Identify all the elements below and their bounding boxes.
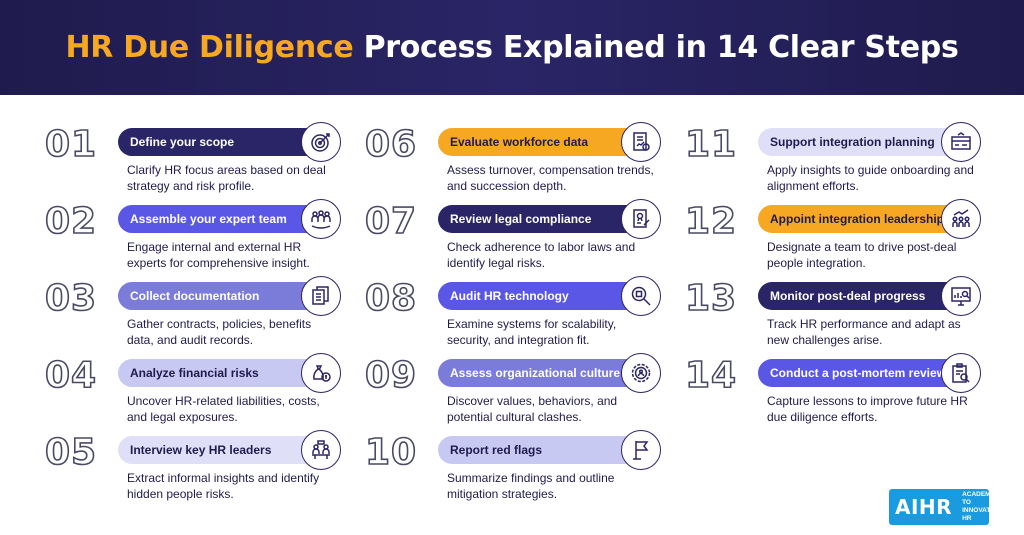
flag-icon	[621, 430, 661, 470]
documents-icon	[301, 276, 341, 316]
step-08: 08 Audit HR technology Examine systems f…	[364, 276, 665, 348]
step-description: Clarify HR focus areas based on deal str…	[127, 163, 326, 193]
step-number: 06	[364, 123, 418, 166]
step-title: Analyze financial risks	[118, 359, 328, 387]
step-title: Review legal compliance	[438, 205, 648, 233]
step-06: 06 Evaluate workforce data Assess turnov…	[364, 122, 665, 194]
legal-document-icon	[621, 199, 661, 239]
step-description: Track HR performance and adapt as new ch…	[767, 317, 961, 347]
step-09: 09 Assess organizational culture Discove…	[364, 353, 665, 425]
step-description: Apply insights to guide onboarding and a…	[767, 163, 974, 193]
step-03: 03 Collect documentation Gather contract…	[44, 276, 345, 348]
step-title: Define your scope	[118, 128, 328, 156]
step-number: 09	[364, 354, 418, 397]
team-icon	[301, 199, 341, 239]
step-number: 08	[364, 277, 418, 320]
step-14: 14 Conduct a post-mortem review Capture …	[684, 353, 985, 425]
title-accent: HR Due Diligence	[65, 30, 354, 65]
step-number: 05	[44, 431, 98, 474]
step-12: 12 Appoint integration leadership Design…	[684, 199, 985, 271]
step-description: Gather contracts, policies, benefits dat…	[127, 317, 312, 347]
step-title: Evaluate workforce data	[438, 128, 648, 156]
page-title: HR Due Diligence Process Explained in 14…	[65, 30, 958, 65]
step-05: 05 Interview key HR leaders Extract info…	[44, 430, 345, 502]
step-number: 07	[364, 200, 418, 243]
step-title: Assess organizational culture	[438, 359, 648, 387]
step-description: Discover values, behaviors, and potentia…	[447, 394, 618, 424]
step-title: Appoint integration leadership	[758, 205, 968, 233]
step-description: Designate a team to drive post-deal peop…	[767, 240, 957, 270]
logo-tagline: ACADEMY TO INNOVATE HR	[962, 491, 995, 523]
step-07: 07 Review legal compliance Check adheren…	[364, 199, 665, 271]
step-title: Audit HR technology	[438, 282, 648, 310]
header-banner: HR Due Diligence Process Explained in 14…	[0, 0, 1024, 95]
step-13: 13 Monitor post-deal progress Track HR p…	[684, 276, 985, 348]
step-number: 01	[44, 123, 98, 166]
step-title: Collect documentation	[118, 282, 328, 310]
target-icon	[301, 122, 341, 162]
step-number: 04	[44, 354, 98, 397]
step-title: Monitor post-deal progress	[758, 282, 968, 310]
step-title: Assemble your expert team	[118, 205, 328, 233]
logo-tagline-line2: INNOVATE HR	[962, 507, 995, 522]
culture-gear-icon	[621, 353, 661, 393]
step-number: 11	[684, 123, 738, 166]
step-number: 12	[684, 200, 738, 243]
leadership-icon	[941, 199, 981, 239]
step-description: Extract informal insights and identify h…	[127, 471, 320, 501]
step-description: Assess turnover, compensation trends, an…	[447, 163, 654, 193]
step-description: Capture lessons to improve future HR due…	[767, 394, 968, 424]
clipboard-review-icon	[941, 353, 981, 393]
money-bag-icon	[301, 353, 341, 393]
title-rest: Process Explained in 14 Clear Steps	[353, 30, 959, 65]
chip-search-icon	[621, 276, 661, 316]
step-number: 13	[684, 277, 738, 320]
step-title: Report red flags	[438, 436, 648, 464]
step-04: 04 Analyze financial risks Uncover HR-re…	[44, 353, 345, 425]
logo-brand: AIHR	[895, 495, 953, 519]
monitor-chart-icon	[941, 276, 981, 316]
step-title: Support integration planning	[758, 128, 968, 156]
step-description: Examine systems for scalability, securit…	[447, 317, 617, 347]
step-title: Interview key HR leaders	[118, 436, 328, 464]
step-description: Uncover HR-related liabilities, costs, a…	[127, 394, 320, 424]
meeting-icon	[301, 430, 341, 470]
planning-icon	[941, 122, 981, 162]
step-number: 14	[684, 354, 738, 397]
step-02: 02 Assemble your expert team Engage inte…	[44, 199, 345, 271]
step-number: 02	[44, 200, 98, 243]
step-description: Check adherence to labor laws and identi…	[447, 240, 636, 270]
step-10: 10 Report red flags Summarize findings a…	[364, 430, 665, 502]
step-01: 01 Define your scope Clarify HR focus ar…	[44, 122, 345, 194]
step-number: 10	[364, 431, 418, 474]
step-title: Conduct a post-mortem review	[758, 359, 968, 387]
step-description: Summarize findings and outline mitigatio…	[447, 471, 615, 501]
step-number: 03	[44, 277, 98, 320]
step-description: Engage internal and external HR experts …	[127, 240, 310, 270]
step-11: 11 Support integration planning Apply in…	[684, 122, 985, 194]
logo-tagline-line1: ACADEMY TO	[962, 491, 995, 506]
report-icon	[621, 122, 661, 162]
aihr-logo: AIHR ACADEMY TO INNOVATE HR	[889, 489, 995, 525]
